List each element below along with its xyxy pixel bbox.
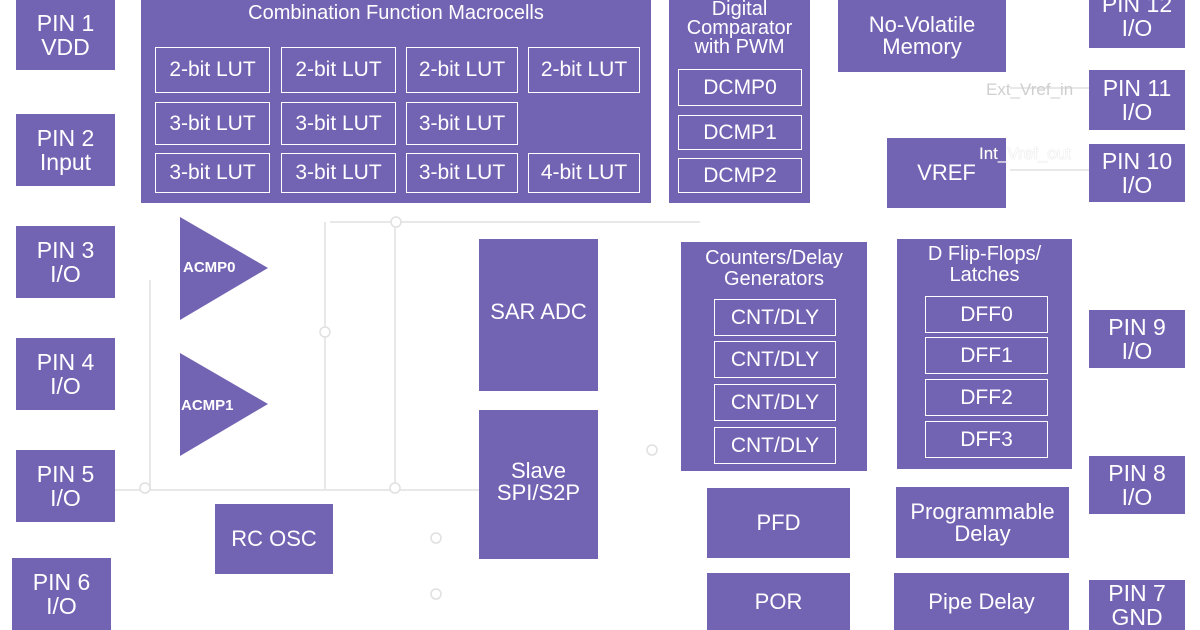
lut-cell: 3-bit LUT [406, 153, 518, 193]
rc-osc-label: RC OSC [231, 526, 317, 551]
pin-6-name: PIN 6 [32, 569, 91, 595]
pin-11-func: I/O [1121, 99, 1153, 125]
int-vref-out-label: Int_Vref_out [979, 144, 1071, 163]
slave-line: SPI/S2P [496, 480, 581, 505]
acmp1-triangle [180, 353, 268, 456]
pin-5-name: PIN 5 [36, 461, 95, 487]
pin-7-func: GND [1111, 604, 1163, 630]
pipe-delay-block: Pipe Delay [894, 573, 1069, 630]
pipe-delay-label: Pipe Delay [928, 588, 1035, 614]
prog-delay-line: Programmable [910, 498, 1055, 524]
dff-title-line: D Flip-Flops/ [927, 243, 1042, 265]
pin-1: PIN 1 VDD [16, 0, 115, 70]
macrocells-title: Combination Function Macrocells [248, 2, 544, 24]
pin-4: PIN 4 I/O [16, 338, 115, 410]
nvm-line: No-Volatile [868, 12, 976, 37]
pin-10-func: I/O [1121, 172, 1153, 198]
cnt-dly-cell: CNT/DLY [714, 299, 836, 336]
comparator-title: Digital Comparator with PWM [687, 0, 793, 57]
pin-9-name: PIN 9 [1108, 314, 1166, 340]
comparator-title-line: Comparator [686, 17, 793, 39]
sar-adc-block: SAR ADC [479, 239, 598, 391]
comparator-title-line: with PWM [694, 36, 785, 58]
lut-cell: 3-bit LUT [155, 153, 270, 193]
pin-12-func: I/O [1121, 15, 1153, 41]
vref-label: VREF [917, 160, 976, 185]
acmp0-triangle [180, 217, 268, 320]
lut-cell: 4-bit LUT [528, 153, 640, 193]
pin-7: PIN 7 GND [1089, 580, 1185, 630]
dff-cell: DFF1 [925, 337, 1048, 374]
dcmp-cell: DCMP1 [678, 115, 802, 150]
pfd-block: PFD [707, 488, 850, 558]
pin-6-func: I/O [46, 593, 77, 619]
nvm-line: Memory [882, 34, 962, 59]
por-label: POR [754, 588, 803, 614]
lut-cell: 2-bit LUT [406, 47, 518, 93]
pin-1-func: VDD [41, 34, 90, 60]
dcmp-cell: DCMP2 [678, 158, 802, 193]
lut-cell: 3-bit LUT [281, 102, 396, 145]
comparator-title-line: Digital [711, 0, 768, 20]
pin-8-func: I/O [1121, 484, 1153, 510]
lut-cell: 2-bit LUT [155, 47, 270, 93]
lut-cell: 2-bit LUT [528, 47, 640, 93]
counters-title-line: Generators [723, 268, 825, 290]
rc-osc-block: RC OSC [215, 504, 333, 574]
pin-6: PIN 6 I/O [12, 558, 111, 630]
counters-title-line: Counters/Delay [705, 247, 843, 269]
dcmp-cell: DCMP0 [678, 69, 802, 106]
dff-cell: DFF0 [925, 296, 1048, 333]
prog-delay-line: Delay [954, 520, 1011, 546]
pfd-label: PFD [756, 510, 801, 535]
lut-cell: 3-bit LUT [406, 102, 518, 145]
pin-4-func: I/O [50, 373, 81, 399]
slave-line: Slave [510, 458, 567, 483]
pin-2-func: Input [39, 149, 92, 175]
pin-12-name: PIN 12 [1101, 0, 1173, 17]
pin-4-name: PIN 4 [36, 349, 95, 375]
dff-cell: DFF3 [925, 421, 1048, 458]
lut-cell: 3-bit LUT [281, 153, 396, 193]
dff-title-line: Latches [949, 264, 1020, 286]
pin-3: PIN 3 I/O [16, 226, 115, 298]
acmp0-label: ACMP0 [183, 259, 236, 276]
dff-title: D Flip-Flops/ Latches [928, 244, 1041, 286]
pin-8: PIN 8 I/O [1089, 456, 1185, 514]
lut-cell: 2-bit LUT [281, 47, 396, 93]
pin-5: PIN 5 I/O [16, 450, 115, 522]
pin-12: PIN 12 I/O [1089, 0, 1185, 48]
pin-10-name: PIN 10 [1101, 148, 1173, 174]
pin-8-name: PIN 8 [1108, 460, 1166, 486]
acmp0: ACMP0 [180, 217, 270, 320]
pin-2: PIN 2 Input [16, 114, 115, 186]
vref-block: VREF [887, 138, 1006, 208]
acmp1: ACMP1 [180, 353, 270, 456]
nvm-block: No-Volatile Memory [838, 0, 1006, 72]
dff-cell: DFF2 [925, 379, 1048, 416]
cnt-dly-cell: CNT/DLY [714, 384, 836, 421]
pin-9: PIN 9 I/O [1089, 310, 1185, 368]
sar-adc-label: SAR ADC [490, 299, 587, 324]
por-block: POR [707, 573, 850, 630]
pin-2-name: PIN 2 [36, 125, 95, 151]
pin-11-name: PIN 11 [1102, 75, 1172, 101]
cnt-dly-cell: CNT/DLY [714, 341, 836, 378]
programmable-delay-block: Programmable Delay [896, 487, 1069, 558]
pin-11: PIN 11 I/O [1089, 70, 1185, 130]
pin-7-name: PIN 7 [1108, 580, 1166, 606]
ext-vref-in-label: Ext_Vref_in [986, 80, 1074, 99]
pin-5-func: I/O [50, 485, 81, 511]
slave-spi-block: Slave SPI/S2P [479, 410, 598, 559]
counters-title: Counters/Delay Generators [705, 248, 843, 290]
acmp1-label: ACMP1 [181, 397, 234, 414]
pin-1-name: PIN 1 [36, 10, 95, 36]
pin-10: PIN 10 I/O [1089, 144, 1185, 202]
pin-3-func: I/O [50, 261, 81, 287]
cnt-dly-cell: CNT/DLY [714, 427, 836, 464]
lut-cell: 3-bit LUT [155, 102, 270, 145]
pin-9-func: I/O [1121, 338, 1153, 364]
pin-3-name: PIN 3 [36, 237, 95, 263]
